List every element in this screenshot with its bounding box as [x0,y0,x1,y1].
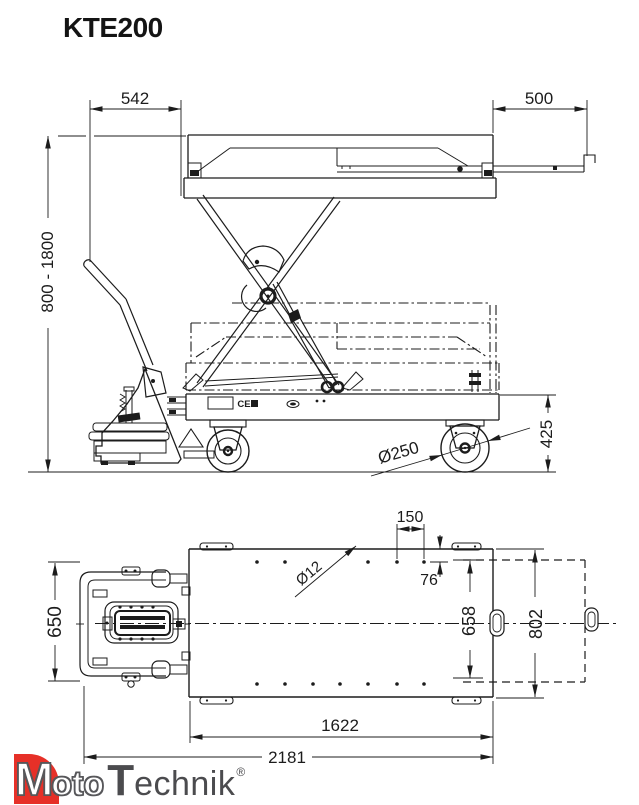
page-title: KTE200 [63,12,163,43]
dim-150: 150 [397,509,424,526]
push-handle-plan [79,566,191,688]
dim-500: 500 [525,89,553,108]
logo-word1-rest: oto [51,765,105,803]
ce-marking: CE [237,399,250,410]
registered-trademark-icon: ® [236,765,246,779]
scissor-mount-tabs [199,542,482,705]
pivot-bearing [259,287,277,305]
pump-handle [83,259,167,398]
frame-label-plate [207,396,234,410]
brand-logo: MotoTechnik® [14,746,334,804]
dim-76: 76 [420,572,438,589]
dim-chassis-height: 425 [537,420,556,448]
front-caster-wheel [206,419,250,473]
lowered-platform-phantom [185,302,500,393]
top-view [48,524,618,764]
logo-word2-rest: echnik [134,765,236,803]
scissor-mechanism [182,194,364,394]
dim-hole-diameter: Ø12 [293,558,326,589]
rear-caster-wheel [440,419,490,473]
warning-triangle [177,428,205,448]
logo-word1-initial: M [14,753,54,805]
dim-height-range: 800 - 1800 [38,231,57,312]
dim-2181: 2181 [268,748,306,767]
dim-1622: 1622 [321,716,359,735]
dimension-labels: 542 500 800 - 1800 Ø250 425 CE 150 76 Ø1… [38,89,556,767]
platform-bolt-holes [255,560,426,686]
extension-grip [584,607,599,632]
top-view-dimension-lines [48,524,544,764]
dim-802: 802 [526,609,546,639]
logo-text: MotoTechnik® [14,753,246,805]
logo-word2-initial: T [107,756,135,805]
extension-dashed-outline [463,559,586,683]
dim-542: 542 [121,89,149,108]
upper-platform [183,134,497,199]
rollout-pin [457,166,463,172]
side-view [28,100,596,477]
dim-650: 650 [45,606,66,638]
side-rail-extension [493,154,596,173]
platform-outline [188,548,494,698]
pump-housing [88,367,215,465]
pump-unit-plan [102,601,190,644]
dim-658: 658 [459,606,479,636]
